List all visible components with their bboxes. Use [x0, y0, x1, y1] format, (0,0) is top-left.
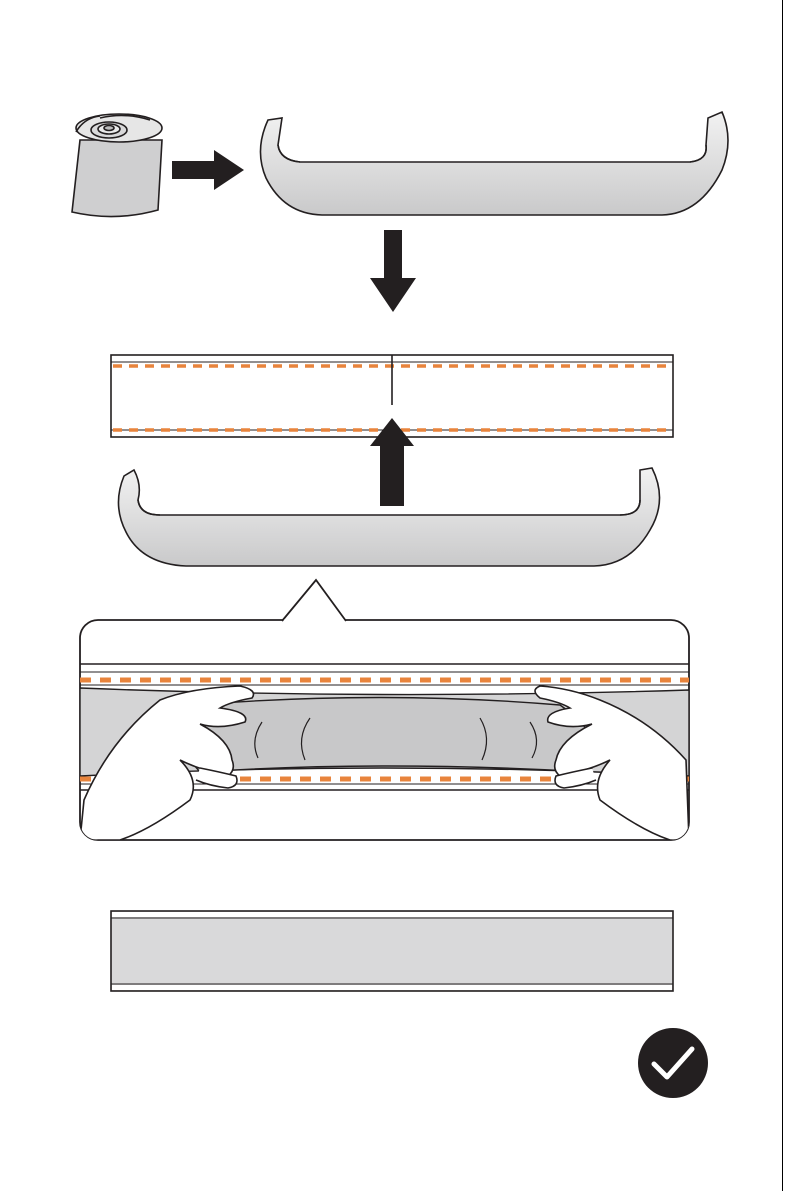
roll-icon	[72, 114, 162, 217]
zoom-callout-icon	[80, 580, 689, 840]
checkmark-icon	[638, 1028, 708, 1098]
installed-strip-icon	[111, 911, 673, 991]
down-arrow-icon	[370, 230, 416, 312]
right-arrow-icon	[172, 150, 244, 190]
curved-strip-icon	[260, 112, 728, 215]
